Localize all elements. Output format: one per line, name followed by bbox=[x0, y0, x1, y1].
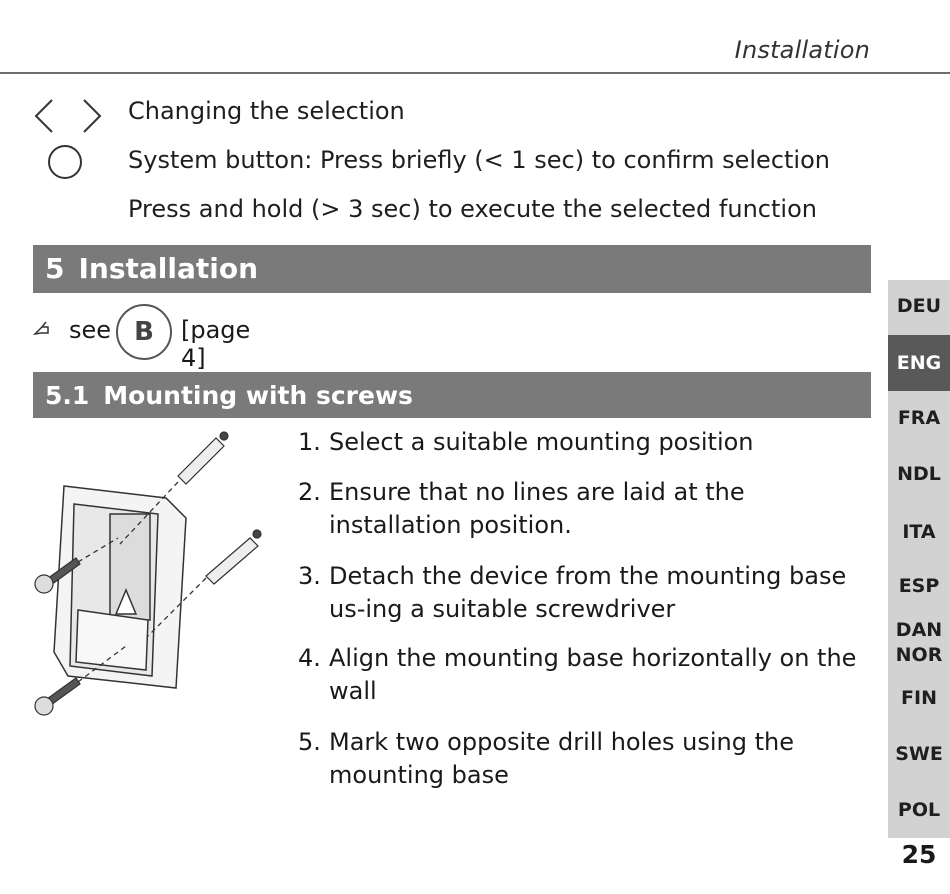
list-item: 5. Mark two opposite drill holes using th… bbox=[298, 726, 868, 792]
tab-fin[interactable]: FIN bbox=[901, 687, 937, 709]
legend-item-selection: Changing the selection bbox=[128, 97, 405, 125]
legend-item-press-hold: Press and hold (> 3 sec) to execute the … bbox=[128, 195, 817, 223]
page-header-title: Installation bbox=[734, 36, 870, 64]
tab-ndl[interactable]: NDL bbox=[897, 463, 941, 485]
see-page-ref: [page 4] bbox=[181, 316, 251, 372]
step-text: Select a suitable mounting position bbox=[329, 428, 754, 456]
step-text: Detach the device from the mounting base… bbox=[329, 562, 847, 623]
legend-item-system-button: System button: Press briefly (< 1 sec) t… bbox=[128, 146, 830, 174]
language-tab-bar: DEU ENG FRA NDL ITA ESP DAN NOR FIN SWE … bbox=[888, 280, 950, 838]
section-heading-mounting: 5.1 Mounting with screws bbox=[33, 372, 871, 418]
tab-eng[interactable]: ENG bbox=[888, 335, 950, 391]
header-divider bbox=[0, 72, 950, 74]
list-item: 3. Detach the device from the mounting ba… bbox=[298, 560, 868, 626]
step-text: Mark two opposite drill holes using the … bbox=[329, 728, 795, 789]
list-item: 4. Align the mounting base horizontally o… bbox=[298, 642, 868, 708]
mounting-illustration bbox=[34, 431, 262, 716]
tab-swe[interactable]: SWE bbox=[895, 743, 943, 765]
step-number: 5. bbox=[298, 728, 321, 756]
tab-esp[interactable]: ESP bbox=[898, 575, 940, 597]
figure-reference-badge: B bbox=[116, 304, 172, 360]
section-number: 5.1 bbox=[45, 381, 90, 410]
step-number: 1. bbox=[298, 428, 321, 456]
tab-nor[interactable]: NOR bbox=[895, 644, 943, 666]
list-item: 1. Select a suitable mounting position bbox=[298, 426, 868, 459]
circle-button-icon bbox=[48, 145, 82, 179]
section-heading-installation: 5 Installation bbox=[33, 245, 871, 293]
step-number: 3. bbox=[298, 562, 321, 590]
tab-dan[interactable]: DAN bbox=[895, 619, 943, 641]
section-title: Mounting with screws bbox=[103, 381, 413, 410]
hand-pointer-icon bbox=[32, 321, 49, 336]
step-number: 4. bbox=[298, 644, 321, 672]
page-number: 25 bbox=[901, 840, 937, 869]
tab-fra[interactable]: FRA bbox=[897, 407, 941, 429]
chevron-left-right-icon bbox=[34, 99, 102, 133]
step-number: 2. bbox=[298, 478, 321, 506]
section-title: Installation bbox=[78, 252, 259, 285]
tab-ita[interactable]: ITA bbox=[902, 521, 936, 543]
list-item: 2. Ensure that no lines are laid at the i… bbox=[298, 476, 868, 542]
section-number: 5 bbox=[45, 252, 65, 285]
step-text: Ensure that no lines are laid at the ins… bbox=[329, 478, 745, 539]
tab-pol[interactable]: POL bbox=[897, 799, 941, 821]
tab-deu[interactable]: DEU bbox=[896, 295, 942, 317]
step-text: Align the mounting base horizontally on … bbox=[329, 644, 857, 705]
see-prefix: see bbox=[69, 316, 112, 344]
